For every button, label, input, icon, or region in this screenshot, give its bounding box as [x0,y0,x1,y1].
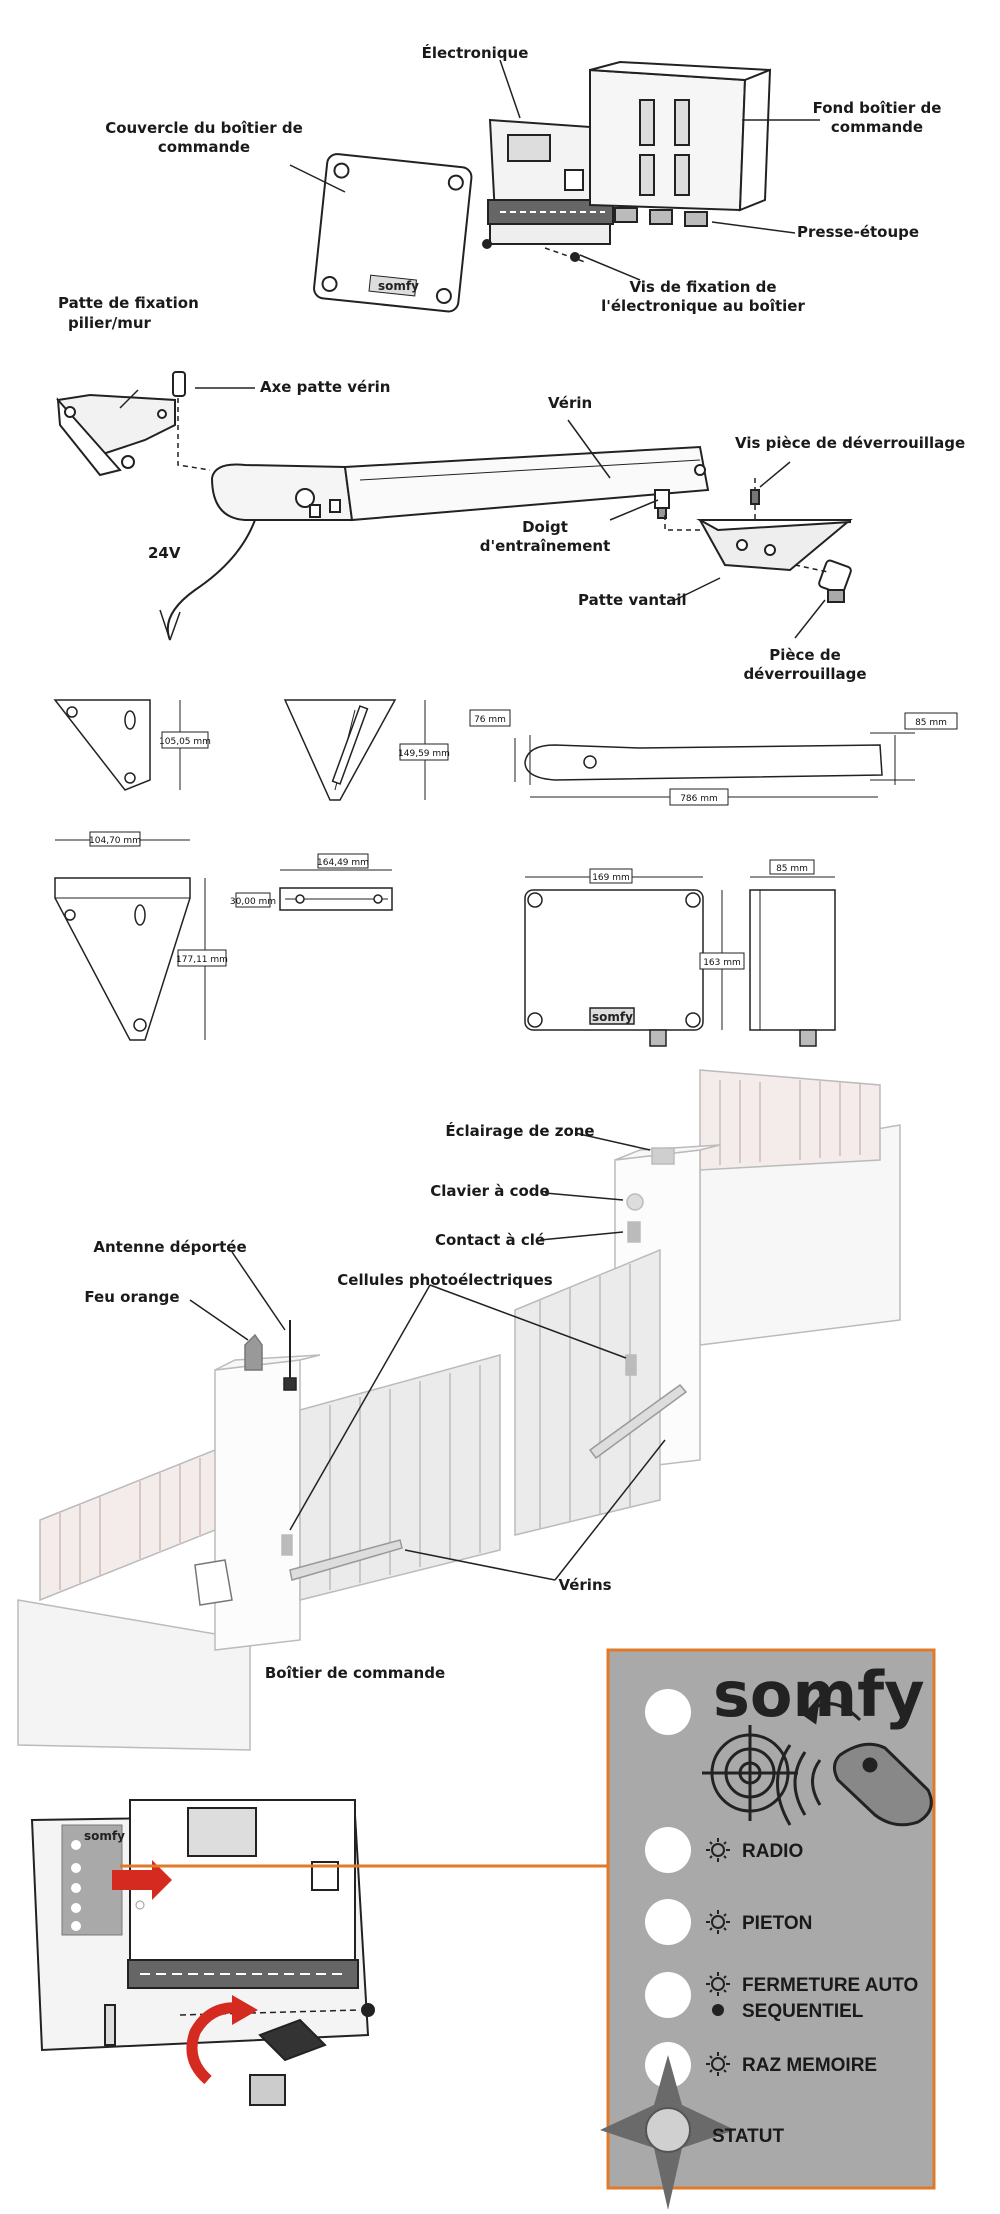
label-electronique: Électronique [422,43,529,62]
axle-pin [172,371,186,397]
label-vis-fixation-2: l'électronique au boîtier [601,297,805,315]
led-1 [645,1689,691,1735]
label-piece-1: Pièce de [769,646,841,664]
dim-76: 76 mm [474,715,506,725]
leader-lines-2 [119,387,826,639]
label-couvercle-2: commande [158,138,250,156]
pillar-bracket [56,393,176,477]
target-icon [702,1725,798,1821]
dim-30: 30,00 mm [230,897,276,907]
install-leaders [189,1132,666,1581]
label-patte-vantail: Patte vantail [578,591,687,609]
box-logo: somfy [592,1010,633,1024]
dim-164: 164,49 mm [317,858,369,868]
dim-85-a: 85 mm [915,718,947,728]
remote-icon [776,1695,933,1827]
lid-logo: somfy [378,279,419,293]
led-fermeture [645,1972,691,2018]
status-star-icon [600,2055,735,2210]
label-boitier: Boîtier de commande [265,1664,445,1682]
label-doigt-1: Doigt [522,518,568,536]
panel-fermeture: FERMETURE AUTO [742,1975,918,1996]
dim-786: 786 mm [680,794,718,804]
label-piece-2: déverrouillage [743,665,866,683]
red-arrow-icon [112,1860,172,1900]
dimension-labels [89,709,958,970]
label-vis-piece: Vis pièce de déverrouillage [735,434,965,452]
leaf-bracket [664,478,853,572]
panel-statut: STATUT [712,2126,785,2147]
sun-icons [706,1838,730,2076]
dim-105: 105,05 mm [159,737,211,747]
led-radio [645,1827,691,1873]
panel-raz: RAZ MEMOIRE [742,2055,877,2076]
label-cellules: Cellules photoélectriques [337,1271,552,1289]
label-clavier: Clavier à code [430,1182,549,1200]
actuator-body [210,445,710,522]
sequentiel-dot [712,2004,724,2016]
label-axe-patte: Axe patte vérin [260,378,390,396]
label-verin: Vérin [548,394,592,412]
panel-sequentiel: SEQUENTIEL [742,2001,864,2022]
label-couvercle-1: Couvercle du boîtier de [105,119,303,137]
dim-169: 169 mm [592,873,630,883]
somfy-panel [600,1648,936,2210]
dim-104: 104,70 mm [89,836,141,846]
panel-pieton: PIETON [742,1913,812,1934]
control-box-lid [313,153,473,313]
panel-logo: somfy [713,1658,925,1731]
dim-163: 163 mm [703,958,741,968]
dim-149: 149,59 mm [398,749,450,759]
leader-lines-1 [289,59,820,281]
label-feu: Feu orange [84,1288,179,1306]
rotate-arrow-head [232,1995,258,2025]
exploded-control-box: somfy [313,60,772,313]
mini-panel-logo: somfy [84,1829,125,1843]
actuator-assembly [56,371,853,641]
rotate-arrow-icon [186,2002,241,2085]
label-eclairage: Éclairage de zone [445,1121,594,1140]
label-contact: Contact à clé [435,1231,545,1249]
led-pieton [645,1899,691,1945]
label-verins: Vérins [558,1576,611,1594]
panel-radio: RADIO [742,1841,803,1862]
label-vis-fixation-1: Vis de fixation de [629,278,776,296]
label-doigt-2: d'entraînement [480,537,611,555]
installation-scene [17,1069,901,1751]
label-presse-etoupe: Presse-étoupe [797,223,919,241]
label-24v: 24V [148,544,181,562]
release-part [794,559,852,603]
label-fond-1: Fond boîtier de [813,99,942,117]
label-antenne: Antenne déportée [93,1238,246,1256]
label-patte-pilier-2: pilier/mur [68,314,152,332]
box-back [589,60,772,227]
dim-85-b: 85 mm [776,864,808,874]
label-patte-pilier-1: Patte de fixation [58,294,199,312]
dim-177: 177,11 mm [176,955,228,965]
label-fond-2: commande [831,118,923,136]
